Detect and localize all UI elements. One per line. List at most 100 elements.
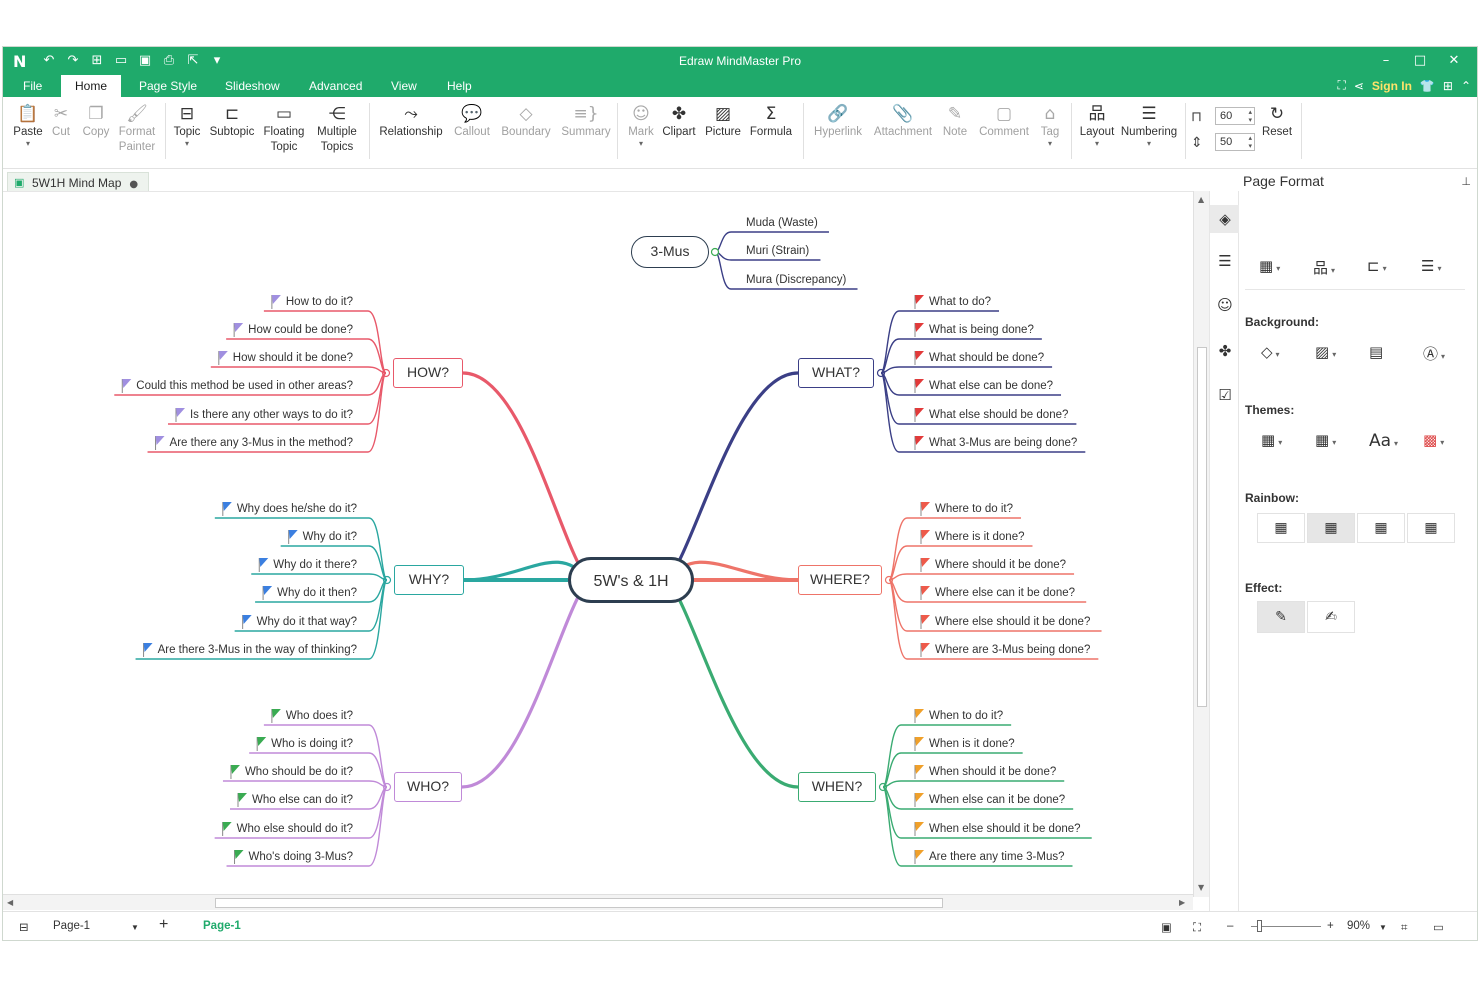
customize-icon[interactable]: ▾ <box>213 53 221 68</box>
new-icon[interactable]: ⊞ <box>91 53 103 68</box>
how-subtopic[interactable]: How to do it? <box>285 296 353 308</box>
who-subtopic[interactable]: Who should be do it? <box>244 766 353 778</box>
when-subtopic[interactable]: Are there any time 3-Mus? <box>929 851 1065 863</box>
topic-when[interactable]: WHEN? <box>798 772 876 802</box>
how-subtopic[interactable]: Could this method be used in other areas… <box>136 380 353 392</box>
tshirt-icon[interactable]: 👕 <box>1419 78 1435 93</box>
summary-button[interactable]: ≡}Summary <box>557 103 615 140</box>
when-subtopic[interactable]: When should it be done? <box>929 766 1057 778</box>
why-subtopic[interactable]: Why do it? <box>302 531 357 543</box>
structure-icon[interactable]: ▦▾ <box>1259 257 1281 275</box>
who-subtopic[interactable]: Who does it? <box>285 710 353 722</box>
what-subtopic[interactable]: What should be done? <box>929 352 1045 364</box>
sign-in-link[interactable]: Sign In <box>1371 78 1412 93</box>
zoom-dropdown-icon[interactable]: ▼ <box>1379 923 1387 932</box>
background-image-icon[interactable]: ▨▾ <box>1315 343 1337 361</box>
when-subtopic[interactable]: When is it done? <box>929 738 1015 750</box>
who-subtopic[interactable]: Who else can do it? <box>251 794 353 806</box>
where-subtopic[interactable]: Where is it done? <box>935 531 1025 543</box>
reset-button[interactable]: ↻Reset <box>1259 103 1295 140</box>
list-style-icon[interactable]: ☰▾ <box>1421 257 1442 275</box>
mindmap-canvas[interactable]: How to do it? How could be done? How shoul… <box>3 191 1195 897</box>
zoom-slider-handle[interactable] <box>1257 920 1262 932</box>
mark-panel-icon[interactable]: ☺ <box>1217 296 1233 314</box>
where-subtopic[interactable]: Where should it be done? <box>935 559 1067 571</box>
why-subtopic[interactable]: Why do it that way? <box>256 616 357 628</box>
copy-button[interactable]: ❐Copy <box>79 103 113 140</box>
add-page-icon[interactable]: + <box>159 916 169 933</box>
callout-button[interactable]: 💬Callout <box>451 103 493 140</box>
vertical-scroll-thumb[interactable] <box>1197 347 1207 707</box>
comment-button[interactable]: ▢Comment <box>975 103 1033 140</box>
outline-icon[interactable]: ☰ <box>1218 252 1232 270</box>
picture-button[interactable]: ▨Picture <box>703 103 743 140</box>
why-subtopic[interactable]: Are there 3-Mus in the way of thinking? <box>157 644 357 656</box>
close-button[interactable]: ✕ <box>1448 53 1460 68</box>
fit-window-icon[interactable]: ⌗ <box>1401 920 1408 934</box>
numbering-button[interactable]: ☰Numbering▾ <box>1120 104 1178 148</box>
rainbow-option-2[interactable]: ▦ <box>1307 513 1355 543</box>
topic-where[interactable]: WHERE? <box>798 565 882 595</box>
scroll-left-icon[interactable]: ◀ <box>7 898 14 907</box>
document-tab[interactable]: ▣ 5W1H Mind Map● <box>7 172 150 192</box>
effect-pen-icon[interactable]: ✎ <box>1257 601 1305 633</box>
tab-home[interactable]: Home <box>61 75 122 97</box>
topic-how[interactable]: HOW? <box>393 358 463 388</box>
minimize-button[interactable]: – <box>1382 53 1390 68</box>
floating-subtopic[interactable]: Mura (Discrepancy) <box>746 274 847 286</box>
subtopic-button[interactable]: ⊏Subtopic <box>207 103 257 140</box>
fill-color-icon[interactable]: ◇▾ <box>1261 343 1280 361</box>
why-subtopic[interactable]: Why do it then? <box>277 587 357 599</box>
pin-icon[interactable]: ⊥ <box>1461 175 1471 188</box>
what-subtopic[interactable]: What 3-Mus are being done? <box>929 437 1078 449</box>
hyperlink-button[interactable]: 🔗Hyperlink <box>809 103 867 140</box>
page-select[interactable]: Page-1 <box>53 920 91 932</box>
cut-button[interactable]: ✂Cut <box>47 103 75 140</box>
topic-who[interactable]: WHO? <box>394 772 462 802</box>
topic-what[interactable]: WHAT? <box>798 358 874 388</box>
boundary-button[interactable]: ◇Boundary <box>497 103 555 140</box>
why-subtopic[interactable]: Why do it there? <box>273 559 357 571</box>
topic-why[interactable]: WHY? <box>394 565 464 595</box>
scroll-down-icon[interactable]: ▼ <box>1198 883 1205 892</box>
floating-subtopic[interactable]: Muda (Waste) <box>746 217 818 229</box>
redo-icon[interactable]: ↷ <box>67 53 79 68</box>
paste-button[interactable]: 📋Paste▾ <box>11 103 45 148</box>
tab-slideshow[interactable]: Slideshow <box>225 79 280 93</box>
background-settings-icon[interactable]: ▤ <box>1369 343 1384 361</box>
mark-button[interactable]: ☺Mark▾ <box>623 103 659 148</box>
tab-view[interactable]: View <box>391 79 417 93</box>
what-subtopic[interactable]: What is being done? <box>929 324 1034 336</box>
tab-help[interactable]: Help <box>447 79 472 93</box>
floating-collapse-toggle[interactable] <box>710 247 720 257</box>
vertical-spacing-input[interactable]: 50▴▾ <box>1215 133 1255 151</box>
vertical-scrollbar[interactable]: ▲ ▼ <box>1193 191 1209 897</box>
floating-topic-3mus[interactable]: 3-Mus <box>631 236 709 268</box>
who-subtopic[interactable]: Who else should do it? <box>236 823 353 835</box>
when-subtopic[interactable]: When else can it be done? <box>929 794 1066 806</box>
who-subtopic[interactable]: Who's doing 3-Mus? <box>248 851 353 863</box>
effect-handdrawn-icon[interactable]: ✍ <box>1307 601 1355 633</box>
how-subtopic[interactable]: How could be done? <box>248 324 353 336</box>
how-subtopic[interactable]: How should it be done? <box>232 352 353 364</box>
horizontal-scroll-thumb[interactable] <box>215 898 943 908</box>
maximize-button[interactable]: □ <box>1413 53 1427 68</box>
rainbow-option-1[interactable]: ▦ <box>1257 513 1305 543</box>
zoom-out-icon[interactable]: – <box>1227 920 1234 932</box>
task-icon[interactable]: ☑ <box>1218 386 1232 404</box>
where-subtopic[interactable]: Where to do it? <box>935 503 1013 515</box>
share-icon[interactable]: ⋖ <box>1353 78 1364 93</box>
export-icon[interactable]: ⇱ <box>187 53 199 68</box>
fit-page-icon[interactable]: ▣ <box>1161 920 1172 934</box>
tag-button[interactable]: ⌂Tag▾ <box>1035 103 1065 148</box>
what-subtopic[interactable]: What else can be done? <box>929 380 1054 392</box>
who-subtopic[interactable]: Who is doing it? <box>271 738 353 750</box>
zoom-level[interactable]: 90% <box>1347 920 1371 932</box>
connector-icon[interactable]: ⊏▾ <box>1367 257 1387 275</box>
fullscreen-view-icon[interactable]: ⛶ <box>1193 920 1202 934</box>
rainbow-option-3[interactable]: ▦ <box>1357 513 1405 543</box>
how-subtopic[interactable]: Is there any other ways to do it? <box>189 409 353 421</box>
